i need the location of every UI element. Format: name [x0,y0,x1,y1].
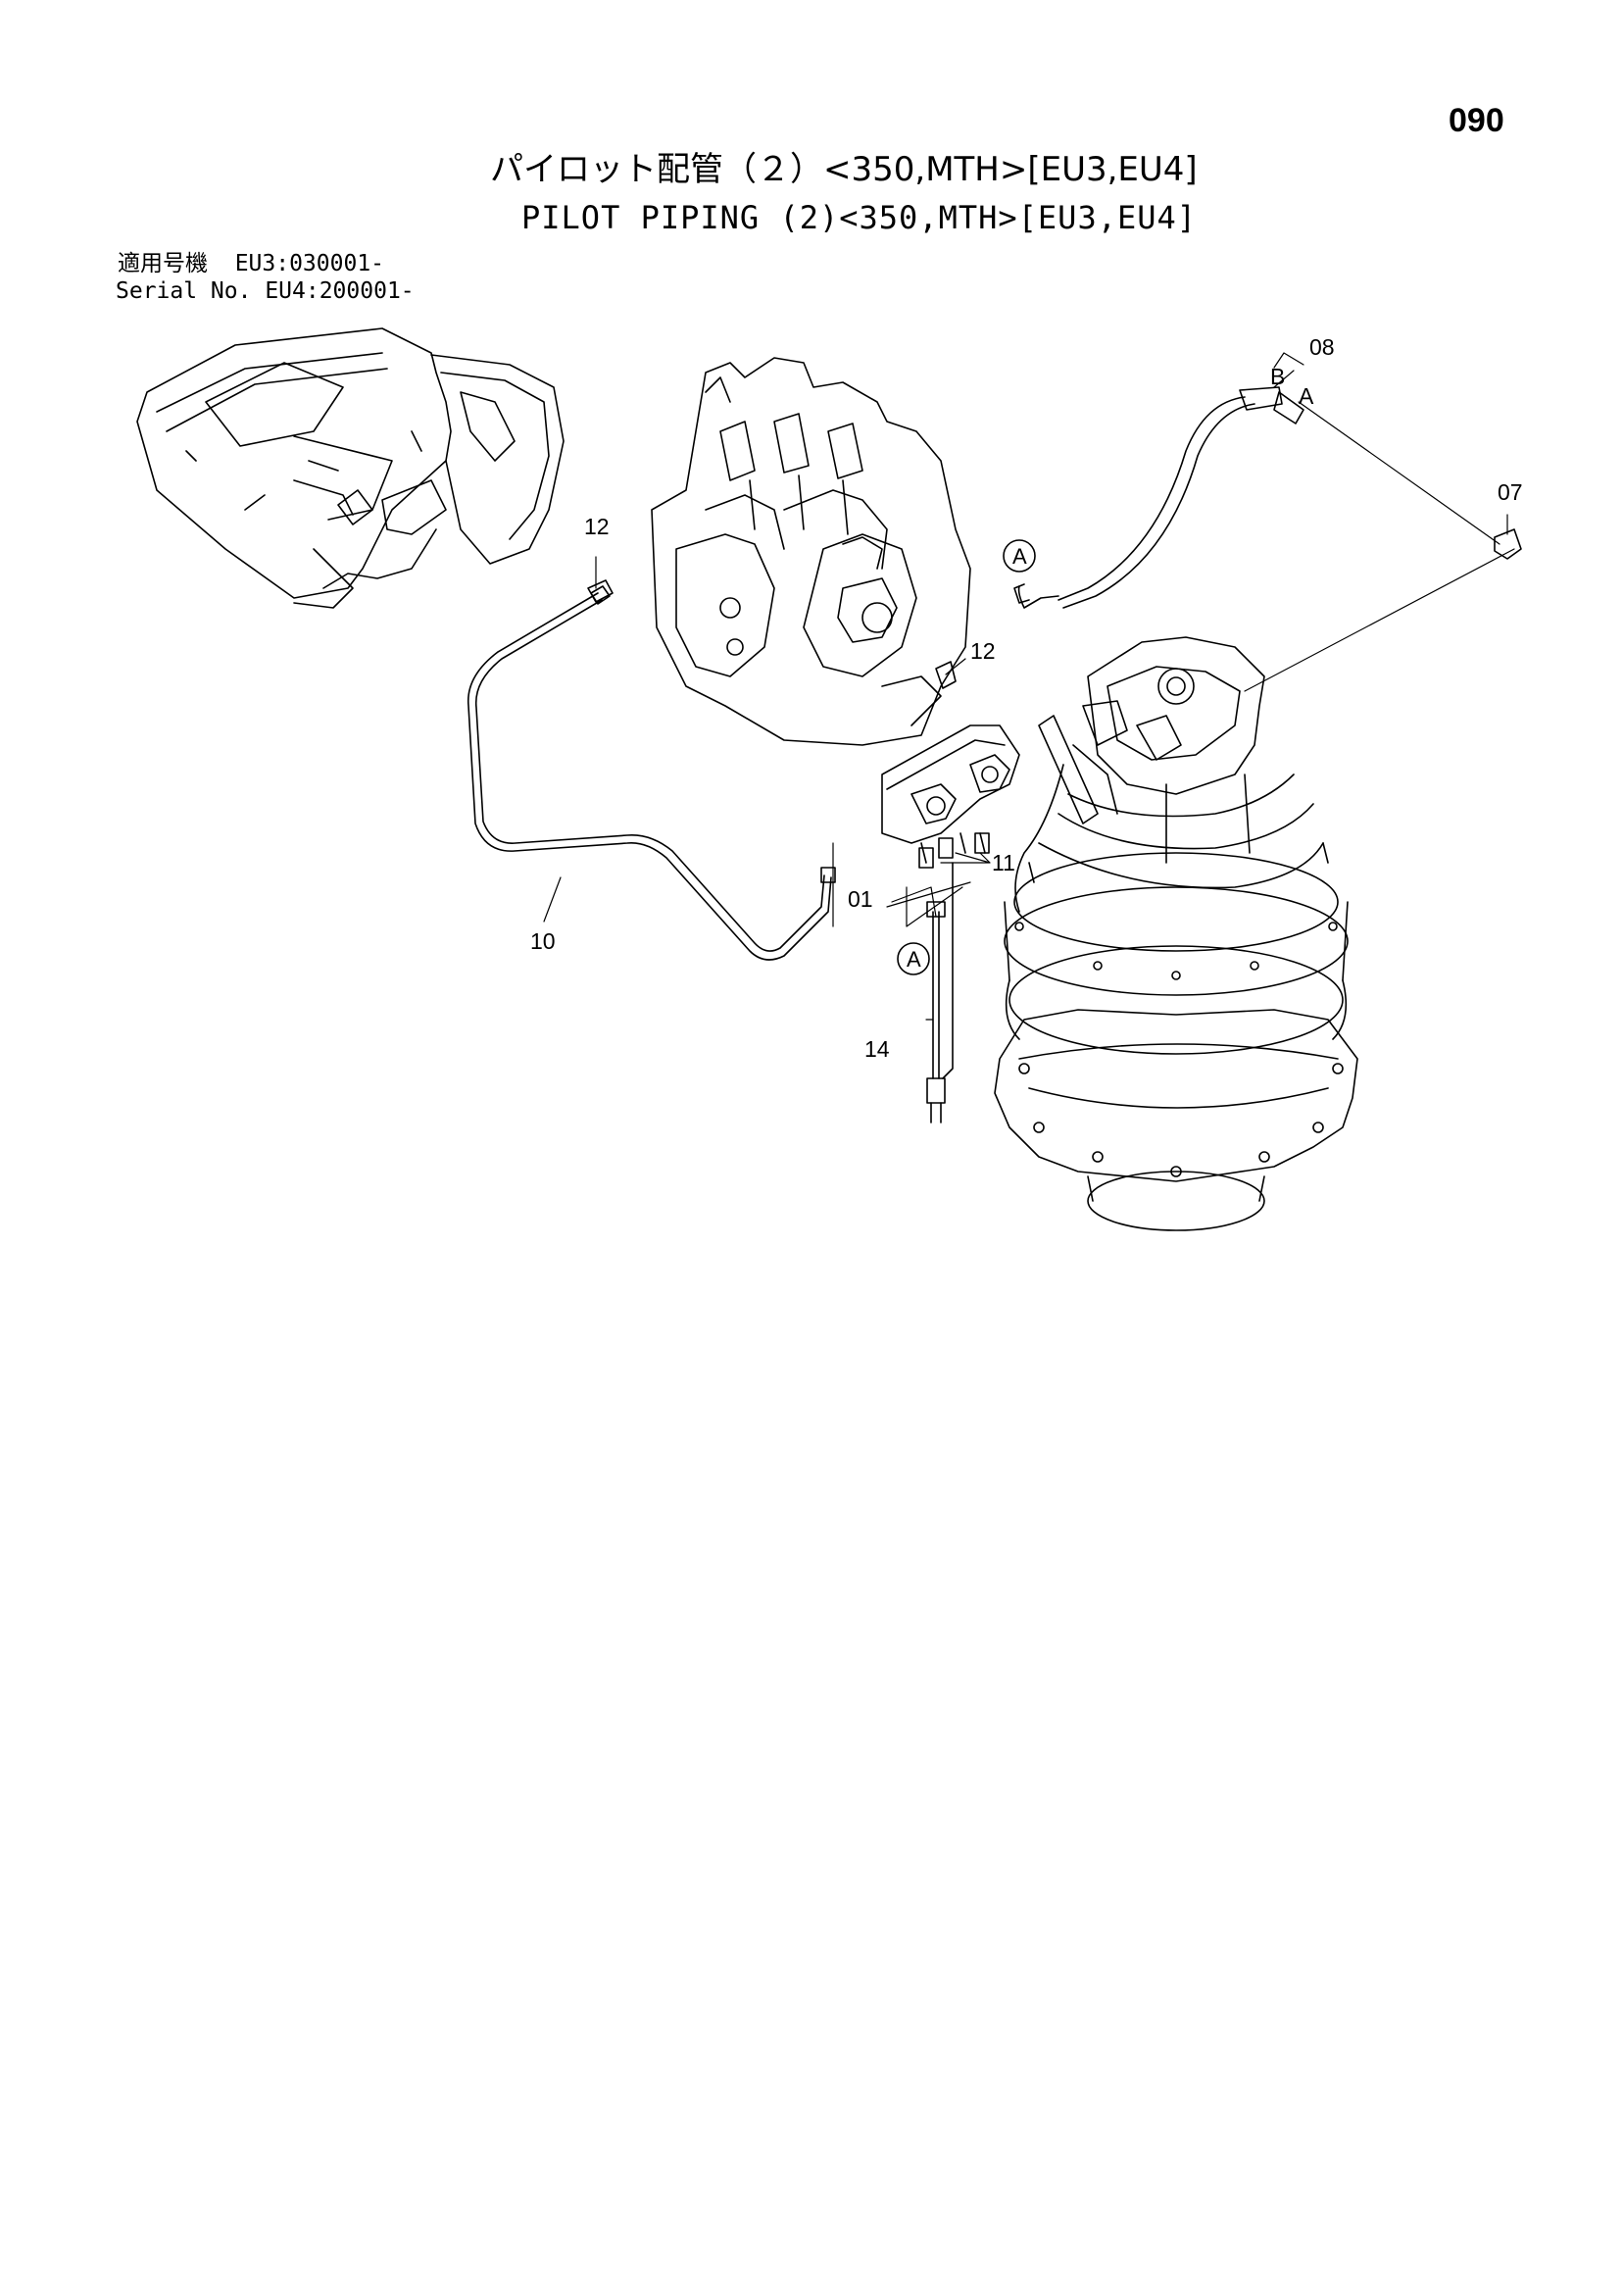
page-number: 090 [1449,102,1504,139]
serial-line-2: Serial No. EU4:200001- [116,278,415,304]
callout-labels: 08 B A 07 12 12 11 01 10 14 A A [530,334,1523,1062]
callout-11: 11 [992,850,1015,875]
control-valve [651,357,971,746]
fitting-07 [1494,528,1522,560]
fitting-12-mid [935,661,957,689]
swing-motor [994,636,1358,1231]
pipe-14 [926,862,954,1123]
callout-07: 07 [1498,479,1523,505]
callout-a-top: A [1299,383,1314,409]
circle-marker-a-top [1003,539,1036,573]
title-english: PILOT PIPING (2)<350,MTH>[EU3,EU4] [521,199,1198,236]
callout-14: 14 [864,1036,890,1062]
fitting-11-c [974,832,990,854]
callout-01: 01 [848,886,873,912]
title-japanese: パイロット配管（２）<350,MTH>[EU3,EU4] [490,150,1198,189]
pipe-10 [467,579,836,961]
serial-line-1: 適用号機 EU3:030001- [118,251,385,276]
callout-12-left: 12 [584,514,610,539]
pilot-block [881,724,1020,864]
fittings [590,528,1522,869]
fitting-11-b [938,837,954,859]
circle-markers [897,539,1036,975]
callout-12-mid: 12 [970,638,996,664]
circle-a-top-label: A [1012,544,1027,569]
hose-08 [1013,386,1304,609]
fitting-11-a [918,847,934,869]
leader-lines [543,352,1515,1021]
callout-b: B [1270,364,1285,389]
circle-a-bottom-label: A [907,947,921,972]
excavator-overview [136,327,565,609]
circle-marker-a-bottom [897,942,930,975]
fitting-12-left [590,585,611,605]
callout-10: 10 [530,928,556,954]
callout-08: 08 [1309,334,1335,360]
